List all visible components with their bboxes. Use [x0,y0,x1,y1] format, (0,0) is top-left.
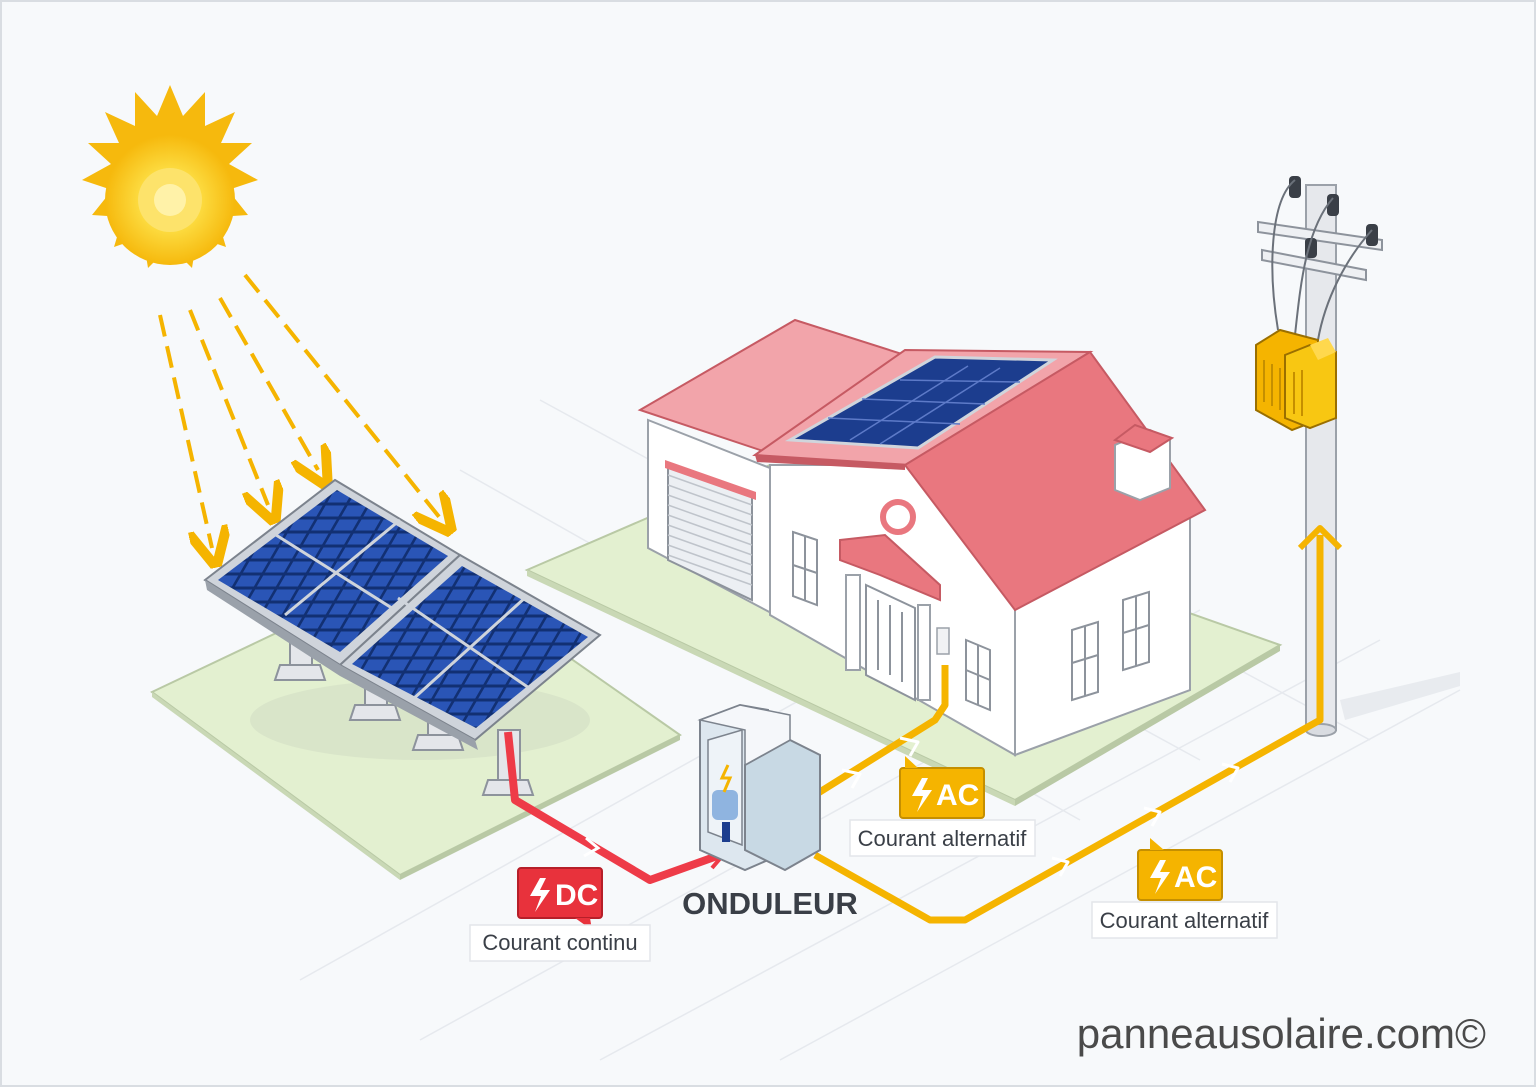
sun-icon [82,85,258,268]
inverter [697,703,821,872]
ac-caption-house-text: Courant alternatif [858,826,1028,851]
sun-ray-2 [188,309,268,505]
lightning-icon [912,778,932,812]
dc-caption-text: Courant continu [482,930,637,955]
sun-rays [158,273,440,548]
ac-caption-house: Courant alternatif [849,819,1036,857]
sun-ray-1 [158,314,212,548]
ac-badge-house-label: AC [936,779,979,812]
dc-badge: DC [517,867,603,930]
ac-caption-grid: Courant alternatif [1091,901,1278,939]
dc-caption: Courant continu [469,924,651,962]
roof-solar-panel [784,355,1058,450]
ac-badge-house: AC [899,756,985,819]
sun-ray-4 [243,273,440,518]
lightning-icon [1150,860,1170,894]
sun-ray-3 [218,297,318,470]
ac-caption-grid-text: Courant alternatif [1100,908,1270,933]
utility-pole [1255,176,1460,737]
dc-badge-label: DC [555,879,598,912]
lightning-icon [530,878,550,912]
house [637,318,1207,757]
inverter-label: ONDULEUR [682,886,858,921]
watermark: panneausolaire.com© [1077,1010,1486,1057]
ac-badge-grid: AC [1137,838,1223,901]
ac-cable [813,525,1343,924]
transformer [1255,328,1337,432]
main-roof-side [903,350,1207,612]
ac-badge-grid-label: AC [1174,861,1217,894]
solar-panel-array [203,478,602,750]
